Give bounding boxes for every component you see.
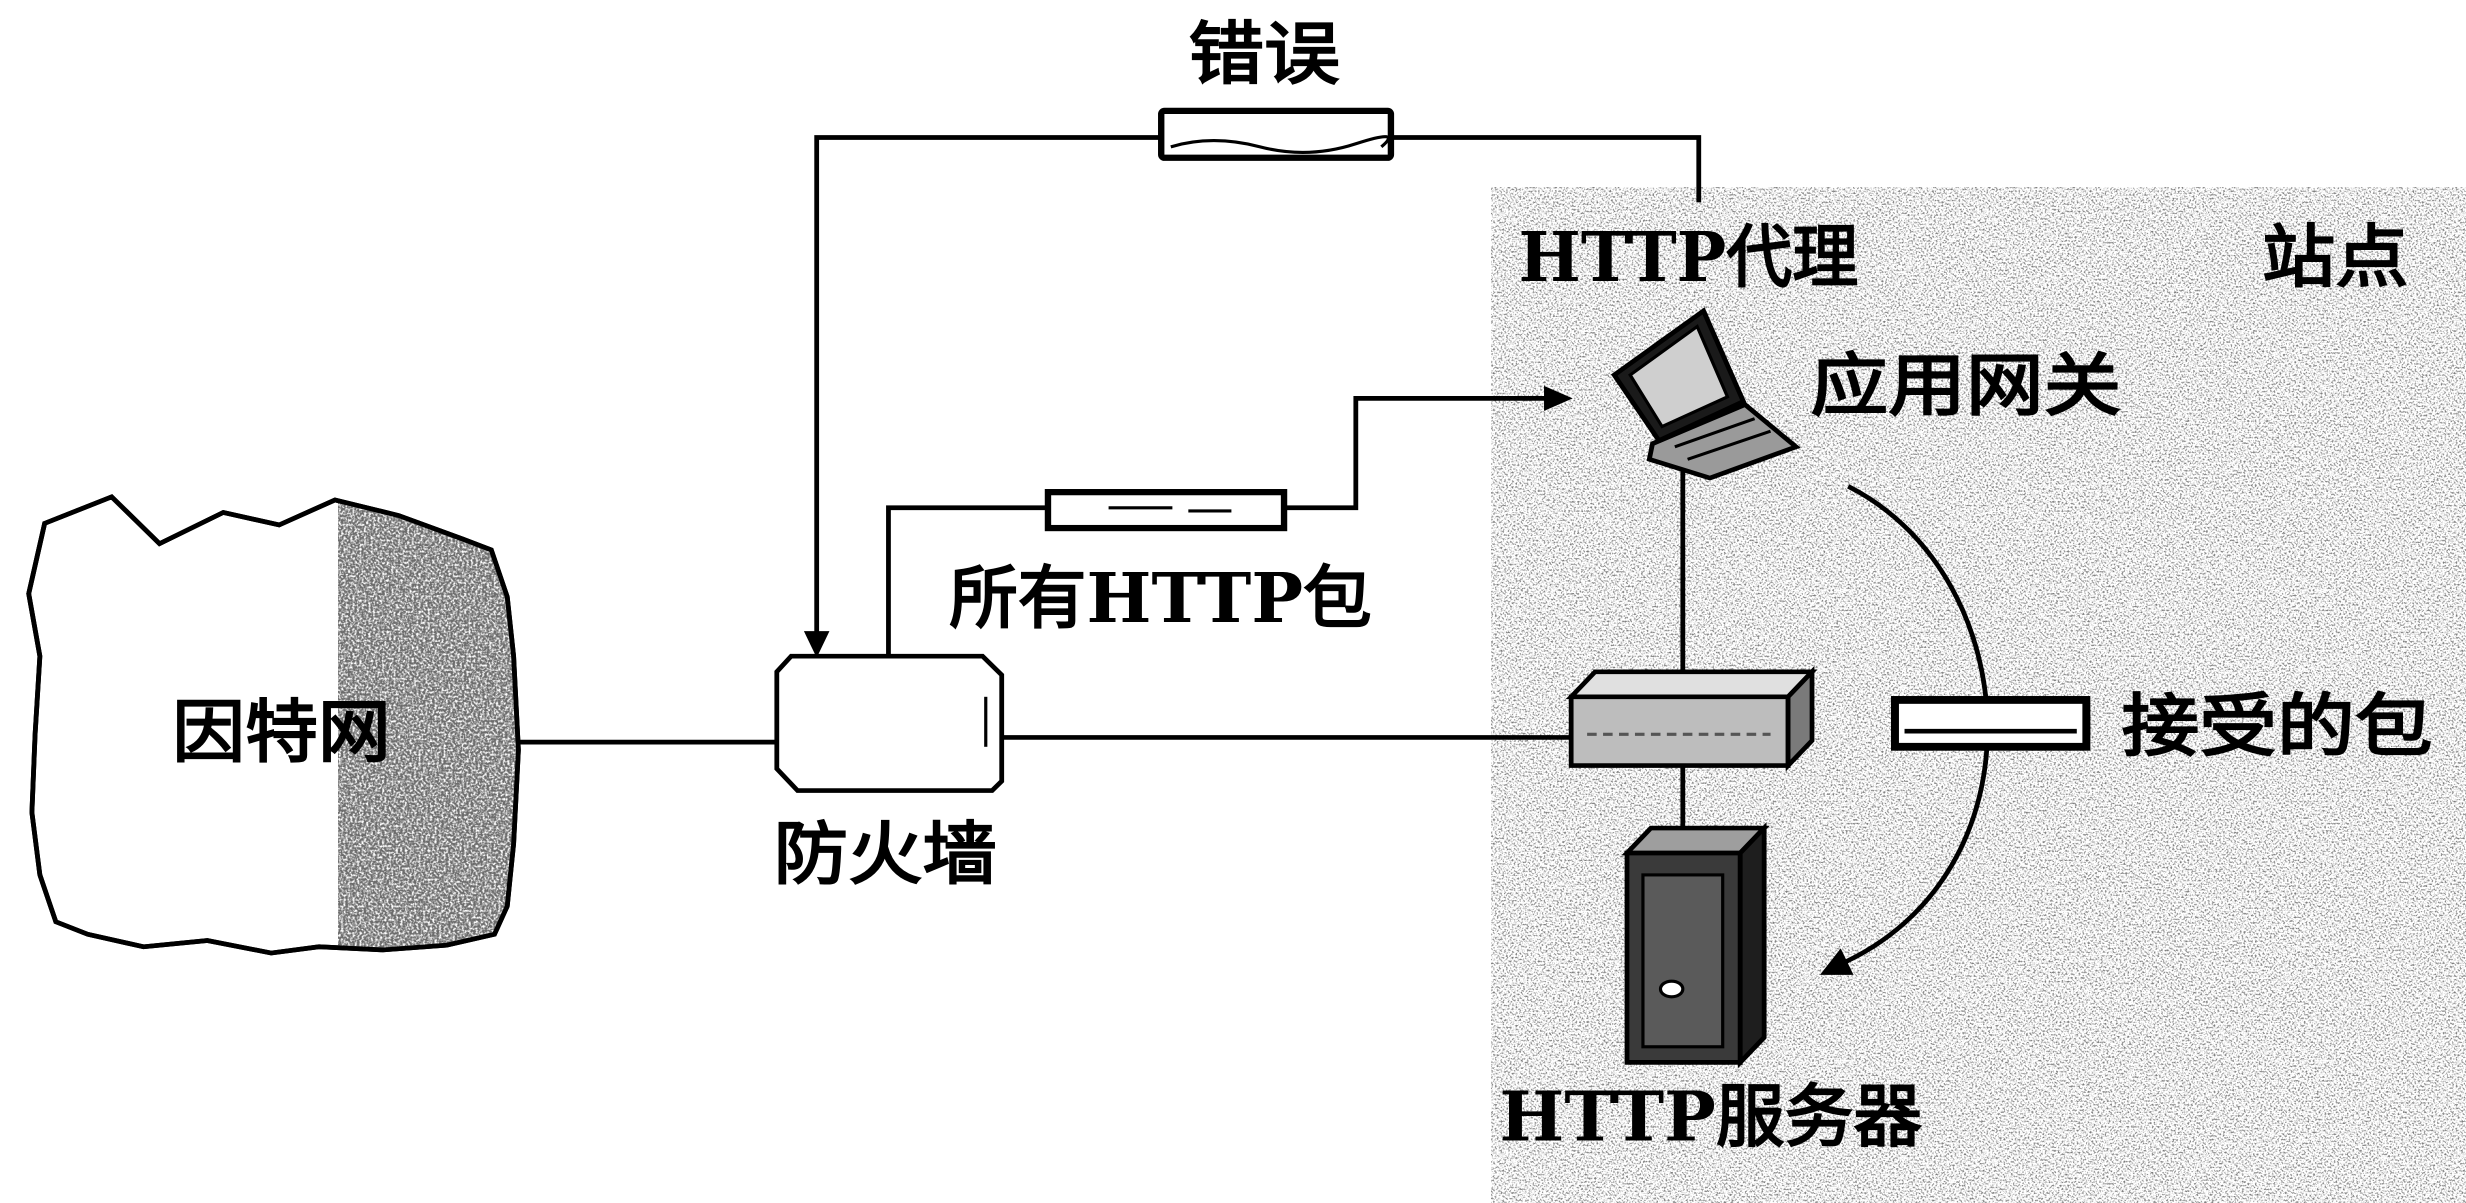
switch-front <box>1568 694 1791 768</box>
accepted-packets-label: 接受的包 <box>2121 687 2432 767</box>
firewall-box-icon <box>774 653 1005 793</box>
http-forward-path-right <box>1281 396 1550 511</box>
all-http-packet-body <box>1044 489 1288 532</box>
accepted-packet-icon <box>1890 696 2091 751</box>
firewall-body <box>774 653 1005 793</box>
error-label: 错误 <box>1188 15 1340 95</box>
app-gateway-label: 应用网关 <box>1810 346 2121 426</box>
laptop-keyboard-base <box>1646 401 1801 481</box>
http-server-label: HTTP服务器 <box>1499 1077 1922 1157</box>
switch-side <box>1785 665 1815 772</box>
switch-icon <box>1565 665 1818 772</box>
laptop-keyboard-line-2 <box>1687 429 1772 461</box>
switch-top <box>1565 669 1818 700</box>
error-packet-detail <box>1170 135 1390 154</box>
laptop-icon <box>1610 307 1801 481</box>
http-proxy-label: HTTP代理 <box>1519 218 1859 298</box>
labels: 错误 HTTP代理 站点 应用网关 所有HTTP包 因特网 接受的包 防火墙 H… <box>172 15 2432 1158</box>
laptop-keyboard-line-1 <box>1674 417 1756 449</box>
all-http-packet-icon <box>1044 489 1288 532</box>
firewall-label: 防火墙 <box>774 815 997 895</box>
server-side <box>1737 822 1767 1069</box>
http-forward-arrowhead <box>1544 385 1573 411</box>
accepted-flow-arrowhead <box>1819 948 1854 975</box>
site-label: 站点 <box>2262 218 2409 298</box>
http-forward-path-left <box>886 505 1051 659</box>
error-return-path-right <box>1388 135 1702 203</box>
all-http-packets-label: 所有HTTP包 <box>949 558 1372 638</box>
cloud-outline-stroke <box>26 494 521 956</box>
error-packet-body <box>1158 107 1395 161</box>
error-packet-icon <box>1158 107 1395 161</box>
error-return-path-left <box>814 135 1164 637</box>
laptop-screen <box>1628 324 1730 429</box>
server-panel <box>1641 873 1725 1049</box>
server-drive-light <box>1658 979 1685 999</box>
error-arrowhead <box>803 631 830 658</box>
server-tower-icon <box>1621 822 1770 1069</box>
internet-cloud-icon <box>26 494 521 956</box>
internet-label: 因特网 <box>172 693 391 773</box>
cloud-shading <box>338 496 519 954</box>
accepted-packet-body <box>1890 696 2091 751</box>
